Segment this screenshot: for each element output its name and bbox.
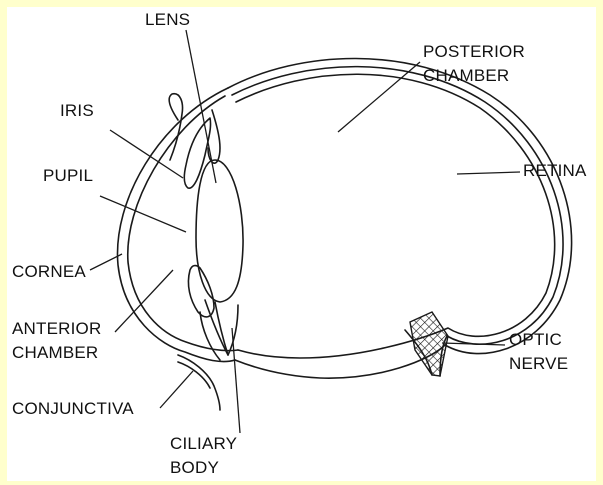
label-posterior-chamber-line2: CHAMBER	[423, 66, 509, 85]
choroid-layer	[232, 67, 563, 345]
label-anterior-chamber-line2: CHAMBER	[12, 343, 98, 362]
label-pupil: PUPIL	[43, 166, 93, 185]
label-ciliary-body-line1: CILIARY	[170, 434, 237, 453]
label-iris: IRIS	[60, 101, 94, 120]
label-ciliary-body-line2: BODY	[170, 458, 219, 477]
iris-lower	[188, 266, 214, 317]
leader-retina	[457, 172, 520, 174]
label-lens: LENS	[145, 10, 190, 29]
leader-posterior	[338, 62, 420, 132]
leader-pupil	[100, 196, 186, 232]
lens	[196, 160, 243, 302]
leader-anterior	[115, 270, 173, 332]
cornea-inner	[128, 96, 238, 351]
upper-fold	[169, 94, 182, 160]
retina-layer	[236, 74, 555, 358]
iris-upper	[184, 118, 210, 188]
label-cornea: CORNEA	[12, 262, 86, 281]
label-anterior-chamber-line1: ANTERIOR	[12, 319, 101, 338]
label-optic-nerve-line1: OPTIC	[509, 330, 562, 349]
leader-conjunctiva	[160, 371, 193, 408]
label-optic-nerve-line2: NERVE	[509, 354, 568, 373]
conjunctiva-fold	[178, 355, 220, 410]
label-retina: RETINA	[523, 161, 587, 180]
leader-ciliary	[232, 328, 240, 433]
label-conjunctiva: CONJUNCTIVA	[12, 399, 134, 418]
leader-lens	[186, 30, 216, 183]
label-posterior-chamber-line1: POSTERIOR	[423, 42, 525, 61]
